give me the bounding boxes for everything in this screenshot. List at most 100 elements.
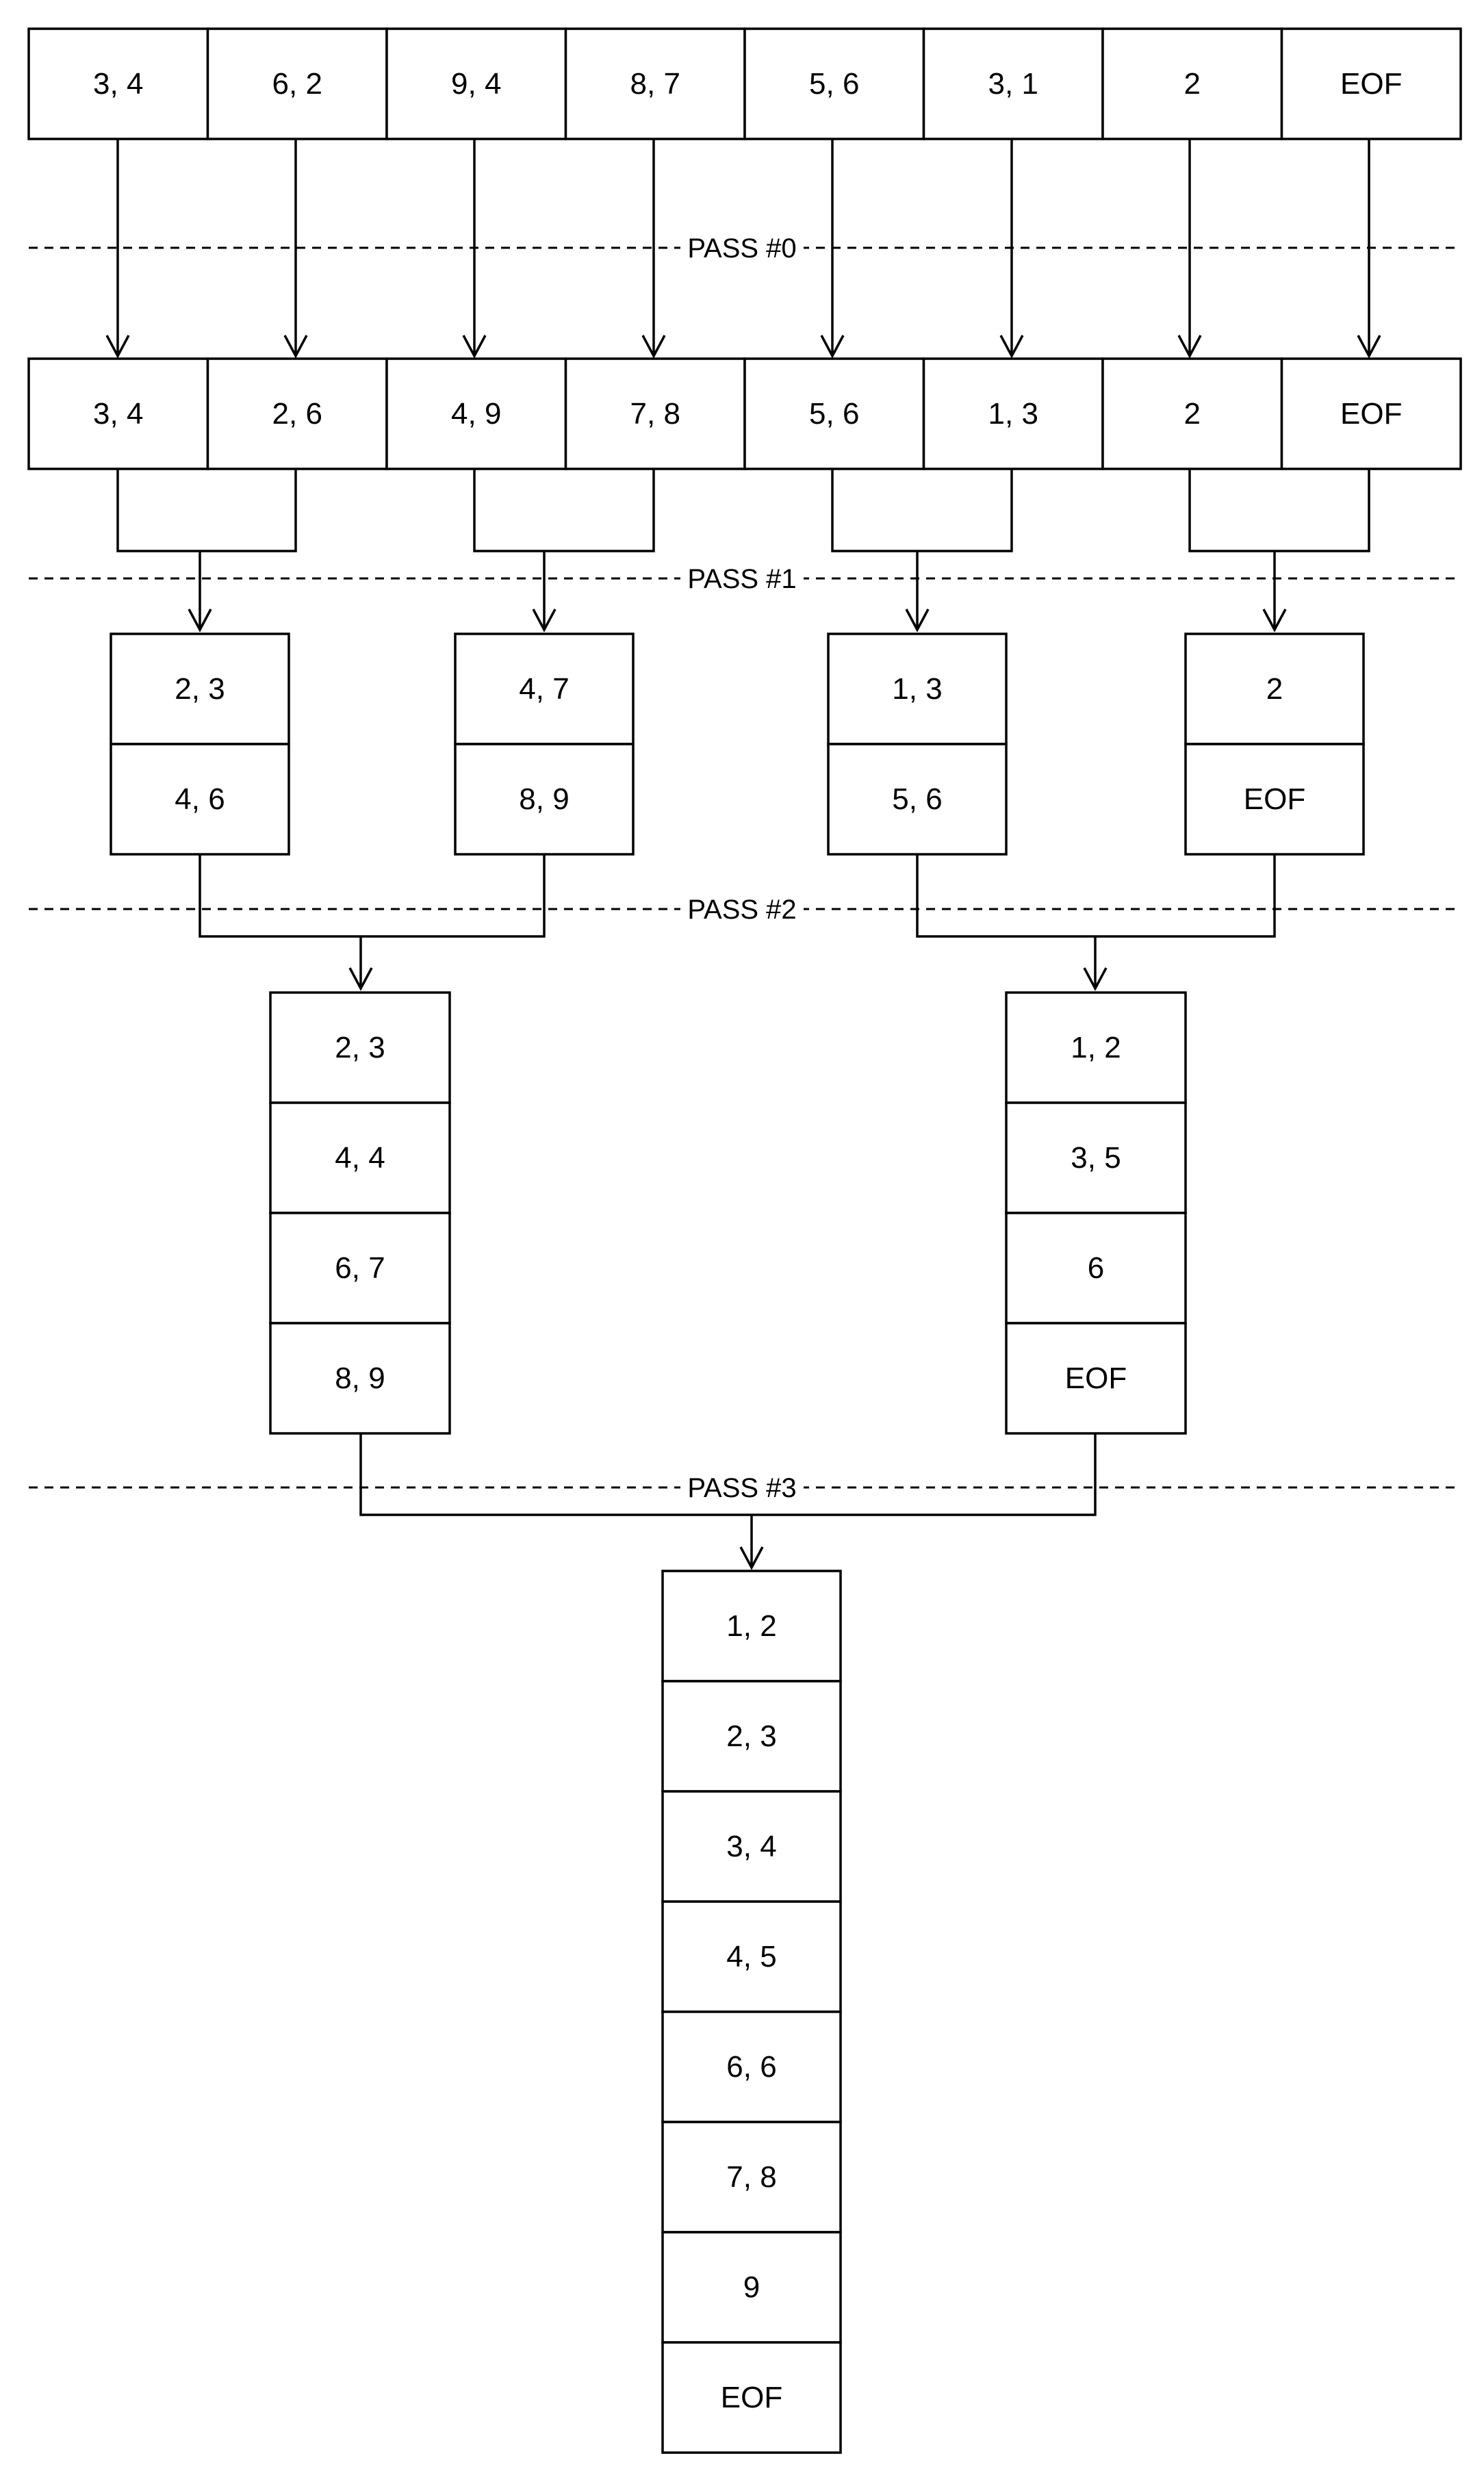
pass-1-separator: PASS #1 bbox=[29, 561, 1457, 596]
pass-0-cell-value: 2 bbox=[1184, 397, 1201, 431]
pass-2-cell: 6, 7 bbox=[269, 1212, 451, 1325]
pass-3-cell: 7, 8 bbox=[661, 2121, 842, 2234]
pass-2-cell-box bbox=[1005, 991, 1187, 1104]
pass-3-cell-box bbox=[661, 2010, 842, 2123]
pass-0-cell-box bbox=[27, 357, 209, 470]
pass-1-run: 1, 3 5, 6 bbox=[827, 632, 1008, 856]
pass-0-cell-value: 5, 6 bbox=[809, 397, 859, 431]
pass-0-cell-value: 3, 4 bbox=[93, 397, 143, 431]
pass-0-cell: 3, 4 bbox=[27, 357, 209, 470]
pass-0-cell: 2, 6 bbox=[206, 357, 388, 470]
input-cell: 2 bbox=[1101, 27, 1283, 140]
pass-3-arrowhead bbox=[739, 1546, 764, 1570]
pass-0-cell: 2 bbox=[1101, 357, 1283, 470]
pass-2-cell-box bbox=[269, 991, 451, 1104]
input-cell-box bbox=[27, 27, 209, 140]
pass-1-cell-value: 5, 6 bbox=[892, 782, 942, 816]
pass-1-connectors bbox=[116, 469, 1370, 632]
pass-0-arrowhead bbox=[641, 335, 666, 359]
input-cell-value: 6, 2 bbox=[272, 67, 322, 101]
pass-0-arrowhead bbox=[999, 335, 1024, 359]
pass-3-cell: 2, 3 bbox=[661, 1680, 842, 1793]
pass-2-cell: 8, 9 bbox=[269, 1322, 451, 1435]
pass-3-cell: 9 bbox=[661, 2231, 842, 2344]
pass-0-cell-value: 2, 6 bbox=[272, 397, 322, 431]
pass-0-arrowhead bbox=[283, 335, 308, 359]
pass-0-cell-value: 4, 9 bbox=[451, 397, 501, 431]
pass-1-label: PASS #1 bbox=[687, 564, 796, 594]
pass-0-cell-box bbox=[564, 357, 746, 470]
pass-1-merge-connector bbox=[831, 469, 1013, 628]
input-cell: EOF bbox=[1280, 27, 1462, 140]
pass-2-connectors bbox=[199, 854, 1276, 991]
pass-3-cell-value: 7, 8 bbox=[726, 2160, 776, 2194]
input-cell-value: 3, 4 bbox=[93, 67, 143, 101]
pass-3-cell: 1, 2 bbox=[661, 1570, 842, 1683]
pass-2-run: 2, 34, 46, 7 8, 9 bbox=[269, 991, 451, 1435]
pass-0-label: PASS #0 bbox=[687, 233, 796, 264]
pass-3-label: PASS #3 bbox=[687, 1473, 796, 1503]
pass-0-arrowhead bbox=[462, 335, 487, 359]
pass-3-cell-box bbox=[661, 2121, 842, 2234]
input-cell-value: 3, 1 bbox=[988, 67, 1038, 101]
pass-2-cell-box bbox=[269, 1322, 451, 1435]
pass-3-cell-value: 4, 5 bbox=[726, 1940, 776, 1973]
pass-2-cell-value: 8, 9 bbox=[335, 1362, 385, 1395]
pass-1-cell: 2 bbox=[1184, 632, 1365, 745]
pass-1-arrowhead bbox=[905, 609, 930, 632]
input-cell-box bbox=[743, 27, 925, 140]
pass-3-separator: PASS #3 bbox=[29, 1470, 1457, 1505]
pass-1-cell-box bbox=[827, 743, 1008, 856]
pass-2-label: PASS #2 bbox=[687, 895, 796, 925]
pass-2-cell: 2, 3 bbox=[269, 991, 451, 1104]
pass-2-cell-value: 3, 5 bbox=[1071, 1141, 1121, 1175]
pass-1-cell-value: 2, 3 bbox=[175, 672, 225, 706]
pass-2-cell-box bbox=[1005, 1322, 1187, 1435]
input-cell: 8, 7 bbox=[564, 27, 746, 140]
pass-2-cell: 3, 5 bbox=[1005, 1101, 1187, 1214]
pass-1-cell: 4, 7 bbox=[454, 632, 635, 745]
pass-1-arrowhead bbox=[532, 609, 556, 632]
pass-0-arrowhead bbox=[820, 335, 845, 359]
pass-1-cell-box bbox=[110, 632, 290, 745]
pass-1-cell-box bbox=[1184, 743, 1365, 856]
pass-0-cell: 1, 3 bbox=[922, 357, 1104, 470]
pass-1-cell-value: 8, 9 bbox=[519, 782, 569, 816]
pass-1-run: 4, 7 8, 9 bbox=[454, 632, 635, 856]
pass-1-cell-value: 4, 6 bbox=[175, 782, 225, 816]
pass-0-separator: PASS #0 bbox=[29, 231, 1457, 265]
connectors bbox=[105, 139, 1381, 1570]
input-cell: 3, 4 bbox=[27, 27, 209, 140]
pass-2-cell: 4, 4 bbox=[269, 1101, 451, 1214]
input-cell-value: 9, 4 bbox=[451, 67, 501, 101]
pass-3-cell-box bbox=[661, 1790, 842, 1903]
pass-1-arrowhead bbox=[188, 609, 212, 632]
pass-0-cell: 7, 8 bbox=[564, 357, 746, 470]
pass-3-merge-connector bbox=[359, 1432, 1097, 1566]
pass-3-cell-value: 1, 2 bbox=[726, 1609, 776, 1643]
pass-1-cell: EOF bbox=[1184, 743, 1365, 856]
pass-2-cell: 6 bbox=[1005, 1212, 1187, 1325]
pass-separators: PASS #0 PASS #1 PASS #2 PASS #3 bbox=[29, 231, 1457, 1505]
pass-1-cell: 2, 3 bbox=[110, 632, 290, 745]
pass-2-arrowhead bbox=[1083, 967, 1108, 991]
pass-3-cell-value: 6, 6 bbox=[726, 2050, 776, 2084]
input-cell: 3, 1 bbox=[922, 27, 1104, 140]
pass-1-cell-box bbox=[827, 632, 1008, 745]
pass-0-arrowhead bbox=[1357, 335, 1381, 359]
pass-3-cell-box bbox=[661, 1570, 842, 1683]
pass-3-cell: 6, 6 bbox=[661, 2010, 842, 2123]
pass-1-run: 2, 3 4, 6 bbox=[110, 632, 290, 856]
pass-1-cell-value: 1, 3 bbox=[892, 672, 942, 706]
pass-2-cell-value: EOF bbox=[1065, 1362, 1127, 1395]
pass-2-arrowhead bbox=[348, 967, 373, 991]
pass-2-cell-box bbox=[1005, 1212, 1187, 1325]
pass-2-cell-value: 6 bbox=[1088, 1251, 1104, 1285]
pass-1-cell: 1, 3 bbox=[827, 632, 1008, 745]
input-cell-box bbox=[385, 27, 567, 140]
